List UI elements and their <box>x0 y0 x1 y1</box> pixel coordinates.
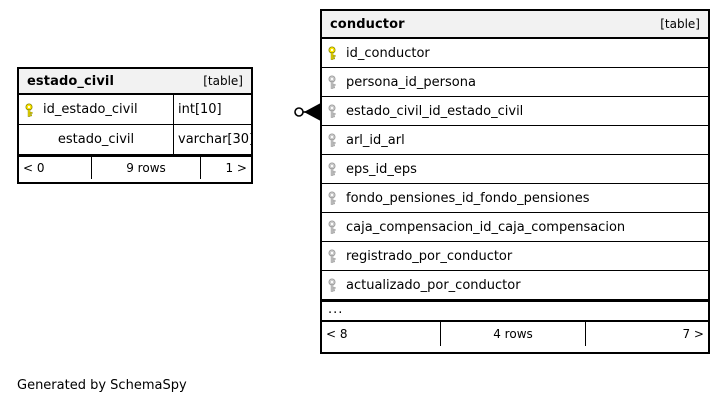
table-row[interactable]: estado_civil_id_estado_civil <box>322 97 708 126</box>
column-label: arl_id_arl <box>346 132 405 148</box>
column-name-cell: estado_civil_id_estado_civil <box>322 97 708 125</box>
gray-key-icon <box>328 278 340 292</box>
table-tag-estado-civil: [table] <box>203 74 243 88</box>
gray-key-icon <box>328 75 340 89</box>
column-name-cell: eps_id_eps <box>322 155 708 183</box>
gray-key-icon <box>328 162 340 176</box>
column-name-cell: id_estado_civil <box>19 95 173 124</box>
table-row[interactable]: persona_id_persona <box>322 68 708 97</box>
footer-row-count: 4 rows <box>440 322 586 346</box>
gray-key-icon <box>328 191 340 205</box>
yellow-key-icon <box>25 103 37 117</box>
table-row[interactable]: arl_id_arl <box>322 126 708 155</box>
column-name-cell: id_conductor <box>322 39 708 67</box>
truncation-marker: ... <box>322 300 708 322</box>
table-footer-estado-civil: < 0 9 rows 1 > <box>19 155 251 179</box>
column-name-cell: actualizado_por_conductor <box>322 271 708 299</box>
table-tag-conductor: [table] <box>660 17 700 31</box>
table-row[interactable]: id_estado_civil int[10] <box>19 95 251 125</box>
table-row[interactable]: id_conductor <box>322 39 708 68</box>
footer-prev-link[interactable]: < 0 <box>23 161 45 175</box>
table-footer-conductor: < 8 4 rows 7 > <box>322 322 708 346</box>
cardinality-many-foot <box>303 103 321 121</box>
column-type-cell: varchar[30] <box>173 125 254 154</box>
gray-key-icon <box>328 104 340 118</box>
table-conductor[interactable]: conductor [table] id_conductor <box>320 9 710 354</box>
column-name-cell: estado_civil <box>19 125 173 154</box>
footer-prev-link[interactable]: < 8 <box>326 327 348 341</box>
table-row[interactable]: fondo_pensiones_id_fondo_pensiones <box>322 184 708 213</box>
table-row[interactable]: estado_civil varchar[30] <box>19 125 254 155</box>
footer-next-link[interactable]: 1 > <box>225 161 247 175</box>
table-row[interactable]: registrado_por_conductor <box>322 242 708 271</box>
column-label: fondo_pensiones_id_fondo_pensiones <box>346 190 590 206</box>
table-row[interactable]: eps_id_eps <box>322 155 708 184</box>
table-row[interactable]: caja_compensacion_id_caja_compensacion <box>322 213 708 242</box>
column-label: persona_id_persona <box>346 74 476 90</box>
column-name-cell: registrado_por_conductor <box>322 242 708 270</box>
column-label: id_conductor <box>346 45 430 61</box>
column-name-cell: arl_id_arl <box>322 126 708 154</box>
gray-key-icon <box>328 220 340 234</box>
table-header-estado-civil[interactable]: estado_civil [table] <box>19 69 251 95</box>
column-label: estado_civil_id_estado_civil <box>346 103 524 119</box>
column-name-cell: fondo_pensiones_id_fondo_pensiones <box>322 184 708 212</box>
relationship-connector-crows-foot <box>294 103 321 121</box>
table-name-estado-civil: estado_civil <box>27 73 115 89</box>
column-name-cell: caja_compensacion_id_caja_compensacion <box>322 213 708 241</box>
cardinality-zero-circle <box>294 107 304 117</box>
table-row[interactable]: actualizado_por_conductor <box>322 271 708 300</box>
footer-next-link[interactable]: 7 > <box>682 327 704 341</box>
footer-row-count: 9 rows <box>91 157 201 179</box>
column-type-cell: int[10] <box>173 95 251 124</box>
gray-key-icon <box>328 133 340 147</box>
table-estado-civil[interactable]: estado_civil [table] id_estado_civil int… <box>17 67 254 184</box>
table-header-conductor[interactable]: conductor [table] <box>322 11 708 39</box>
generated-by-label: Generated by SchemaSpy <box>17 378 187 393</box>
column-name-cell: persona_id_persona <box>322 68 708 96</box>
column-label: actualizado_por_conductor <box>346 277 521 293</box>
table-name-conductor: conductor <box>330 16 405 32</box>
gray-key-icon <box>328 249 340 263</box>
column-label: id_estado_civil <box>43 102 138 117</box>
column-label: estado_civil <box>57 132 135 147</box>
column-label: caja_compensacion_id_caja_compensacion <box>346 219 626 235</box>
yellow-key-icon <box>328 46 340 60</box>
column-label: registrado_por_conductor <box>346 248 513 264</box>
column-label: eps_id_eps <box>346 161 417 177</box>
